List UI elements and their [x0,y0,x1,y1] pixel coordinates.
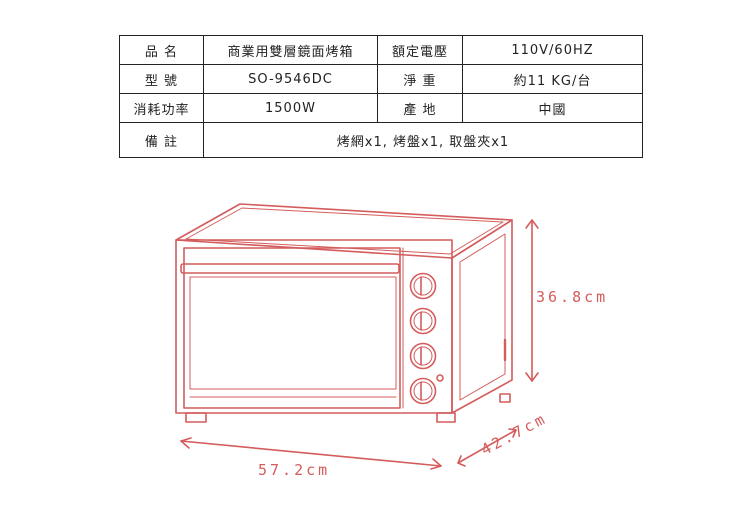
spec-row-model: 型 號 SO-9546DC 淨 重 約11 KG/台 [119,64,643,94]
value-rated-voltage: 110V/60HZ [462,35,643,65]
spec-row-note: 備 註 烤網x1, 烤盤x1, 取盤夾x1 [119,122,643,158]
control-knob [409,272,437,300]
label-product-name: 品 名 [119,35,204,65]
oven-foot [185,412,207,423]
value-note: 烤網x1, 烤盤x1, 取盤夾x1 [203,122,643,158]
control-knob [409,342,437,370]
spec-row-power: 消耗功率 1500W 產 地 中國 [119,93,643,123]
height-dimension-label: 36.8cm [536,288,609,306]
oven-top [175,203,513,259]
value-product-name: 商業用雙層鏡面烤箱 [203,35,378,65]
control-knob [409,377,437,405]
oven-side [451,219,513,414]
spec-row-name: 品 名 商業用雙層鏡面烤箱 額定電壓 110V/60HZ [119,35,643,65]
oven-foot [436,412,456,423]
width-dimension-line [180,437,442,470]
height-dimension-line [525,219,539,382]
oven-foot [499,393,511,403]
depth-dimension-line [457,428,517,467]
indicator-light [436,374,444,382]
label-net-weight: 淨 重 [377,64,463,94]
value-origin: 中國 [462,93,643,123]
control-knob [409,307,437,335]
oven-door-handle [180,263,400,274]
spec-table: 品 名 商業用雙層鏡面烤箱 額定電壓 110V/60HZ 型 號 SO-9546… [119,35,643,158]
label-origin: 產 地 [377,93,463,123]
oven-door [183,247,401,409]
value-net-weight: 約11 KG/台 [462,64,643,94]
value-power: 1500W [203,93,378,123]
label-power: 消耗功率 [119,93,204,123]
width-dimension-label: 57.2cm [258,461,331,479]
